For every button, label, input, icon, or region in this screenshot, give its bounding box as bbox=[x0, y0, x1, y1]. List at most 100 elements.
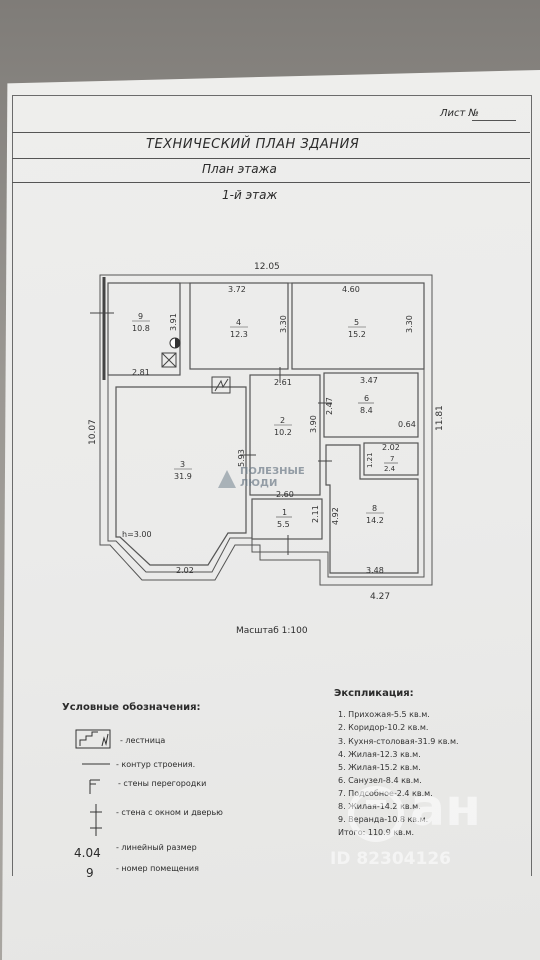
room-label-1: 1 5.5 bbox=[276, 508, 292, 529]
room-8-outline bbox=[325, 444, 419, 574]
room-area: 12.3 bbox=[230, 330, 248, 339]
boiler-half bbox=[175, 338, 180, 348]
scale-label: Масштаб 1:100 bbox=[236, 626, 308, 636]
stamp-watermark: ПОЛЕЗНЫЕ ЛЮДИ bbox=[218, 466, 318, 494]
legend-item-partition: - стены перегородки bbox=[118, 779, 207, 788]
legend-item-room-number: - номер помещения bbox=[116, 864, 199, 873]
dim-r2-height: 3.90 bbox=[309, 415, 318, 433]
dim-r1-height: 2.11 bbox=[311, 505, 320, 523]
stamp-line1: ПОЛЕЗНЫЕ bbox=[240, 466, 305, 477]
brand-name: ан bbox=[410, 778, 482, 838]
dim-r3-bay: 2.02 bbox=[176, 566, 194, 575]
outer-wall-outline bbox=[99, 274, 433, 586]
room-number: 6 bbox=[364, 394, 369, 403]
legend-dim-sample: 4.04 bbox=[74, 846, 101, 860]
room-9-outline bbox=[107, 282, 181, 376]
legend-stair-steps bbox=[79, 731, 109, 747]
ceiling-height: h=3.00 bbox=[122, 530, 152, 539]
room-label-7: 7 2.4 bbox=[384, 455, 398, 473]
explication-item-2: 2. Коридор-10.2 кв.м. bbox=[338, 723, 429, 732]
dim-r2-width: 2.61 bbox=[274, 378, 292, 387]
room-number: 2 bbox=[280, 416, 285, 425]
dim-r4-width: 3.72 bbox=[228, 285, 246, 294]
legend-stair-icon bbox=[75, 729, 111, 749]
legend-window-door-icon bbox=[90, 804, 102, 836]
room-5-outline bbox=[291, 282, 425, 370]
room-number: 1 bbox=[282, 508, 287, 517]
sheet-frame bbox=[12, 95, 532, 876]
title-box-top bbox=[12, 132, 530, 133]
legend-item-window-door: - стена с окном и дверью bbox=[116, 808, 223, 817]
stamp-logo-icon bbox=[218, 470, 236, 488]
room-area: 31.9 bbox=[174, 472, 192, 481]
inner-wall-outline bbox=[107, 282, 425, 578]
dim-r8-width: 3.48 bbox=[366, 566, 384, 575]
dim-r5-width: 4.60 bbox=[342, 285, 360, 294]
brand-watermark: ан bbox=[348, 772, 488, 862]
dim-r1-width: 2.60 bbox=[276, 490, 294, 499]
room-label-8: 8 14.2 bbox=[366, 504, 384, 525]
room-area: 2.4 bbox=[384, 465, 396, 473]
dim-r3-height: 5.93 bbox=[237, 449, 246, 467]
room-label-2: 2 10.2 bbox=[274, 416, 292, 437]
subtitle-divider bbox=[12, 182, 530, 183]
room-6-outline bbox=[323, 372, 419, 438]
explication-title: Экспликация: bbox=[334, 688, 414, 699]
room-label-3: 3 31.9 bbox=[174, 460, 192, 481]
room-4-outline bbox=[189, 282, 289, 370]
explication-item-3: 3. Кухня-столовая-31.9 кв.м. bbox=[338, 737, 459, 746]
room-number: 5 bbox=[354, 318, 359, 327]
room-area: 14.2 bbox=[366, 516, 384, 525]
dim-r4-height: 3.30 bbox=[279, 315, 288, 333]
room-number: 9 bbox=[138, 312, 143, 321]
legend-title: Условные обозначения: bbox=[62, 702, 201, 713]
dim-r6-height: 2.47 bbox=[325, 397, 334, 415]
dim-r7-height: 1.21 bbox=[366, 452, 374, 468]
dim-left-overall: 10.07 bbox=[88, 419, 98, 445]
legend-item-contour: - контур строения. bbox=[116, 760, 196, 769]
brand-logo-icon bbox=[348, 786, 404, 842]
sheet-number-label: Лист № bbox=[440, 108, 479, 119]
sheet-number-line bbox=[472, 120, 516, 121]
stair-symbol bbox=[211, 376, 231, 394]
explication-item-5: 5. Жилая-15.2 кв.м. bbox=[338, 763, 421, 772]
brand-cross-icon bbox=[366, 800, 386, 806]
dim-r9-height: 3.91 bbox=[169, 313, 178, 331]
room-area: 8.4 bbox=[360, 406, 373, 415]
legend-item-stair: - лестница bbox=[120, 736, 166, 745]
floor-plan: 12.05 10.07 11.81 4.27 3.91 2.81 3.72 3.… bbox=[88, 262, 445, 602]
legend-item-dimension: - линейный размер bbox=[116, 843, 197, 852]
floor-label: 1-й этаж bbox=[222, 188, 278, 202]
stamp-line2: ЛЮДИ bbox=[240, 478, 278, 489]
explication-item-4: 4. Жилая-12.3 кв.м. bbox=[338, 750, 421, 759]
vent-symbol bbox=[161, 352, 177, 368]
dim-bottom-right: 4.27 bbox=[370, 592, 390, 602]
room-number: 4 bbox=[236, 318, 241, 327]
room-label-6: 6 8.4 bbox=[358, 394, 374, 415]
title-divider bbox=[12, 158, 530, 159]
room-area: 10.2 bbox=[274, 428, 292, 437]
dim-r9-width: 2.81 bbox=[132, 368, 150, 377]
room-number: 8 bbox=[372, 504, 377, 513]
dim-r7-width: 2.02 bbox=[382, 443, 400, 452]
room-7-outline bbox=[363, 442, 419, 476]
room-3-outline bbox=[115, 386, 247, 566]
room-label-4: 4 12.3 bbox=[230, 318, 248, 339]
page-title: ТЕХНИЧЕСКИЙ ПЛАН ЗДАНИЯ bbox=[146, 137, 360, 152]
legend-num-sample: 9 bbox=[86, 866, 94, 880]
room-number: 7 bbox=[390, 455, 394, 463]
room-number: 3 bbox=[180, 460, 185, 469]
explication-item-1: 1. Прихожая-5.5 кв.м. bbox=[338, 710, 430, 719]
room-label-5: 5 15.2 bbox=[348, 318, 366, 339]
stair-arrow bbox=[214, 378, 229, 392]
room-area: 10.8 bbox=[132, 324, 150, 333]
dim-top-overall: 12.05 bbox=[254, 262, 280, 272]
legend-partition-icon bbox=[89, 779, 100, 794]
page-subtitle: План этажа bbox=[202, 162, 277, 176]
room-2-outline bbox=[249, 374, 321, 496]
room-1-outline bbox=[251, 498, 323, 540]
dim-right-overall: 11.81 bbox=[435, 405, 445, 431]
vent-cross bbox=[161, 352, 177, 368]
room-label-9: 9 10.8 bbox=[132, 312, 150, 333]
